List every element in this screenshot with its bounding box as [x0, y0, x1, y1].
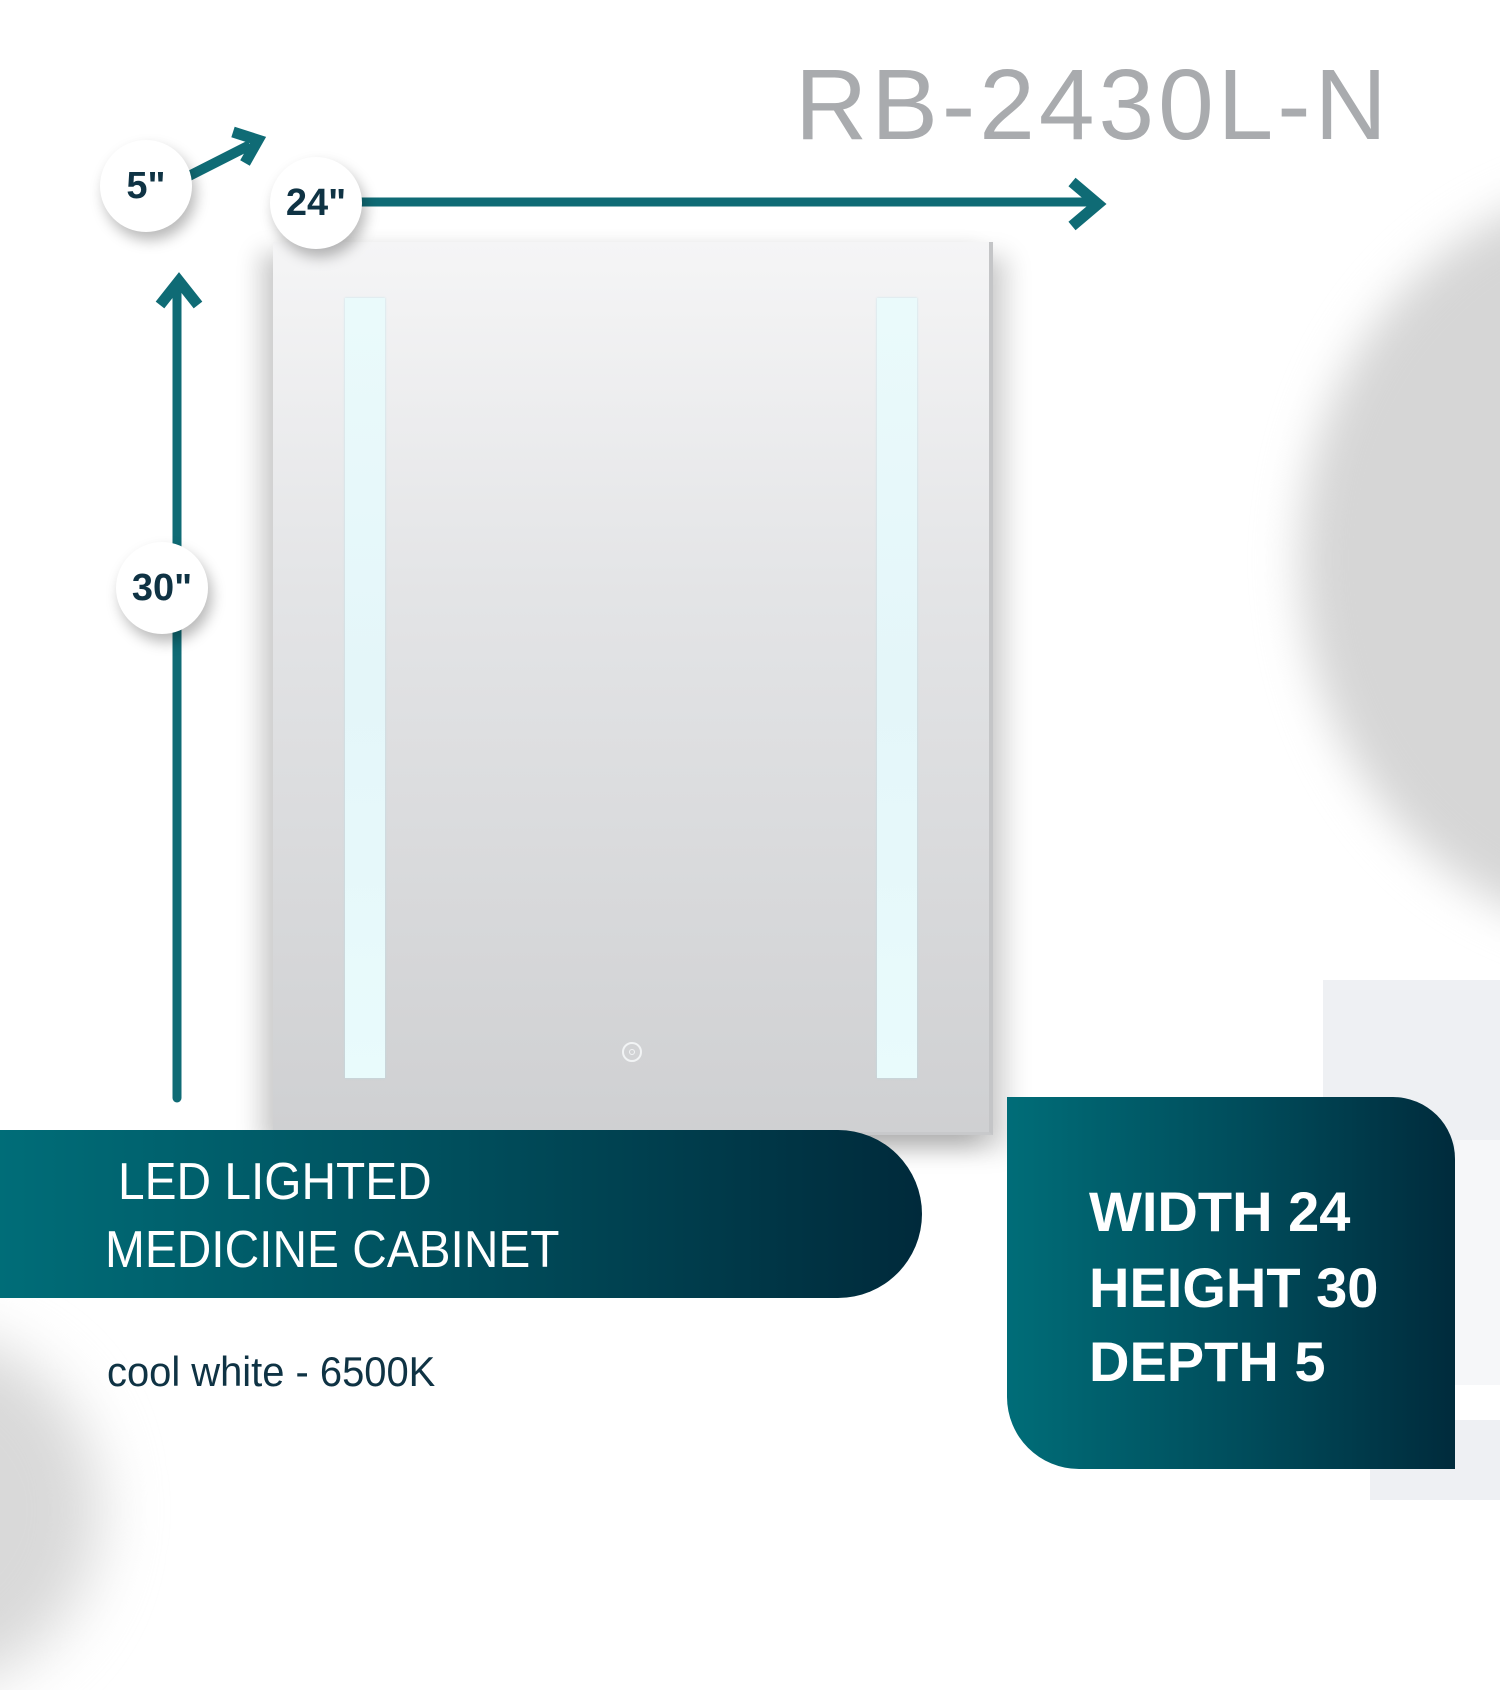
- height-arrow-head-icon: [155, 272, 203, 309]
- power-touch-icon[interactable]: [622, 1042, 642, 1062]
- spec-height: HEIGHT 30: [1089, 1256, 1379, 1319]
- spec-depth: DEPTH 5: [1089, 1330, 1326, 1393]
- background-shadow-shape: [1300, 180, 1500, 940]
- product-type-banner: LED LIGHTED MEDICINE CABINET: [0, 1130, 922, 1298]
- spec-width: WIDTH 24: [1089, 1180, 1351, 1243]
- height-dimension-badge: 30": [116, 542, 208, 634]
- background-shadow-shape: [0, 1330, 100, 1690]
- model-number-title: RB-2430L-N: [795, 49, 1391, 161]
- width-arrow-head-icon: [1068, 177, 1107, 231]
- medicine-cabinet-mirror: [273, 242, 993, 1135]
- led-light-strip-right: [877, 298, 917, 1078]
- product-type-line1: LED LIGHTED: [118, 1153, 432, 1211]
- led-light-strip-left: [345, 298, 385, 1078]
- depth-dimension-badge: 5": [100, 140, 192, 232]
- depth-arrow-line: [182, 140, 253, 183]
- width-dimension-badge: 24": [270, 157, 362, 249]
- background-tile: [1455, 1140, 1500, 1385]
- depth-arrow-head-icon: [231, 126, 267, 166]
- light-color-temperature: cool white - 6500K: [107, 1348, 436, 1395]
- dimensions-spec-box: WIDTH 24 HEIGHT 30 DEPTH 5: [1007, 1097, 1455, 1469]
- product-type-line2: MEDICINE CABINET: [105, 1221, 560, 1279]
